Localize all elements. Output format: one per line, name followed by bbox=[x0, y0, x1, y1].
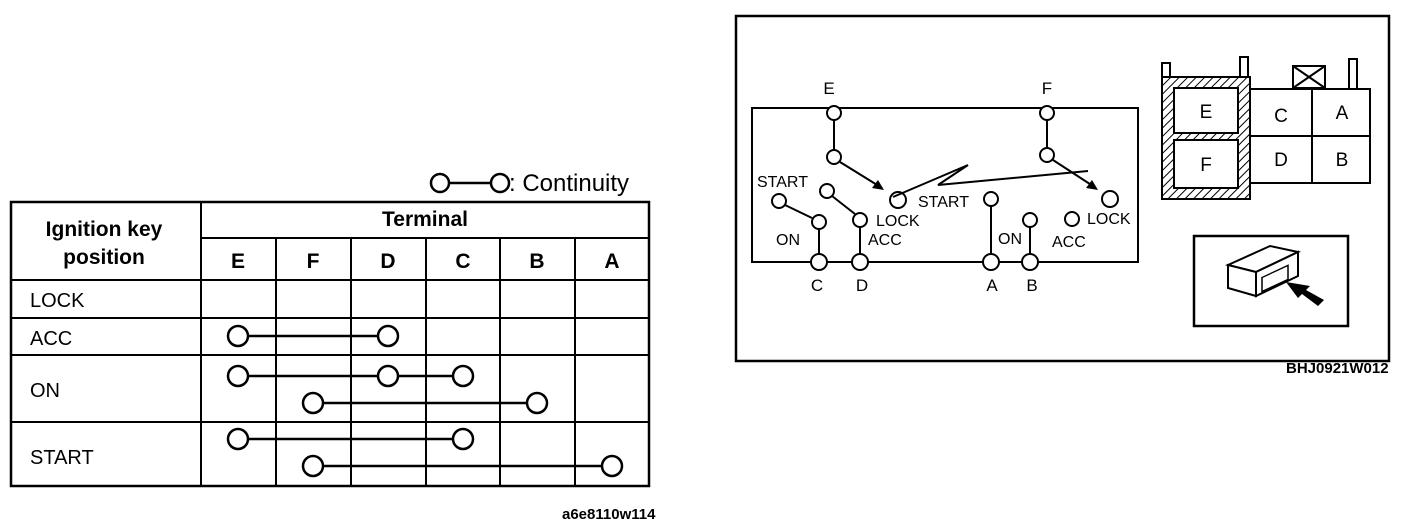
column-header-e: E bbox=[231, 250, 245, 273]
terminal-c-contact bbox=[810, 253, 828, 271]
right-start-label: START bbox=[918, 194, 969, 211]
wiper-arrow-right bbox=[1052, 159, 1097, 189]
row-label-on: ON bbox=[30, 380, 60, 402]
switch-body bbox=[751, 107, 1139, 263]
wiper-arrow-left bbox=[839, 161, 883, 189]
connector-label-d: D bbox=[1274, 150, 1288, 171]
legend-circle-left bbox=[429, 172, 451, 194]
connector-cell-f bbox=[1173, 139, 1239, 189]
header-ignition-key: Ignition key bbox=[46, 218, 163, 241]
continuity-point-acc-d bbox=[376, 324, 400, 348]
column-header-c: C bbox=[455, 250, 470, 273]
continuity-point-start-e bbox=[226, 427, 250, 451]
figure-code-right: BHJ0921W012 bbox=[1286, 360, 1389, 377]
continuity-point-on-f bbox=[301, 391, 325, 415]
continuity-point-acc-e bbox=[226, 324, 250, 348]
connector-label-b: B bbox=[1336, 150, 1349, 171]
continuity-point-start-f bbox=[301, 454, 325, 478]
header-terminal: Terminal bbox=[382, 208, 468, 231]
continuity-point-on-b bbox=[525, 391, 549, 415]
left-on-label: ON bbox=[776, 232, 800, 249]
terminal-e-contact bbox=[826, 105, 842, 121]
continuity-point-on-c bbox=[451, 364, 475, 388]
terminal-d-contact bbox=[851, 253, 869, 271]
continuity-point-start-a bbox=[600, 454, 624, 478]
switch-schematic: E F LOCK START ON ACC C D bbox=[751, 79, 1139, 295]
view-arrow-icon bbox=[1286, 282, 1324, 306]
continuity-legend: : Continuity bbox=[429, 170, 629, 197]
continuity-point-on-e bbox=[226, 364, 250, 388]
continuity-point-start-c bbox=[451, 427, 475, 451]
terminal-d-label: D bbox=[856, 276, 868, 295]
figure-code-left: a6e8110w114 bbox=[562, 506, 656, 523]
left-start-label: START bbox=[757, 174, 808, 191]
terminal-top-f-label: F bbox=[1042, 79, 1052, 98]
column-header-d: D bbox=[380, 250, 395, 273]
connector-label-f: F bbox=[1200, 155, 1212, 176]
column-header-b: B bbox=[529, 250, 544, 273]
terminal-b-label: B bbox=[1026, 276, 1037, 295]
terminal-c-label: C bbox=[811, 276, 823, 295]
terminal-b-contact bbox=[1021, 253, 1039, 271]
right-on-label: ON bbox=[998, 231, 1022, 248]
terminal-top-e-label: E bbox=[823, 79, 834, 98]
switch-panel-border bbox=[734, 14, 1391, 363]
terminal-f-contact bbox=[1039, 105, 1055, 121]
column-header-f: F bbox=[307, 250, 320, 273]
legend-circle-right bbox=[489, 172, 511, 194]
linkage-zigzag bbox=[892, 164, 1089, 198]
left-lock-label: LOCK bbox=[876, 213, 920, 230]
connector-face: E F C A D B bbox=[1161, 56, 1371, 200]
continuity-table: Ignition key position Terminal E F D C B… bbox=[9, 200, 651, 488]
terminal-a-label: A bbox=[986, 276, 998, 295]
row-label-acc: ACC bbox=[30, 328, 72, 350]
left-acc-label: ACC bbox=[868, 232, 902, 249]
continuity-marks bbox=[226, 324, 624, 478]
right-lock-contact bbox=[1101, 190, 1119, 208]
right-lock-label: LOCK bbox=[1087, 211, 1131, 228]
row-label-start: START bbox=[30, 447, 94, 469]
terminal-a-contact bbox=[982, 253, 1000, 271]
row-label-lock: LOCK bbox=[30, 290, 85, 312]
right-acc-label: ACC bbox=[1052, 234, 1086, 251]
connector-label-e: E bbox=[1200, 102, 1213, 123]
connector-cell-e bbox=[1173, 87, 1239, 134]
column-header-a: A bbox=[604, 250, 619, 273]
connector-label-a: A bbox=[1336, 103, 1349, 124]
connector-label-c: C bbox=[1274, 106, 1288, 127]
connector-view-icon bbox=[1192, 234, 1350, 328]
table-border bbox=[9, 200, 651, 488]
header-position: position bbox=[63, 246, 145, 269]
legend-text: : Continuity bbox=[509, 170, 629, 197]
continuity-point-on-d bbox=[376, 364, 400, 388]
